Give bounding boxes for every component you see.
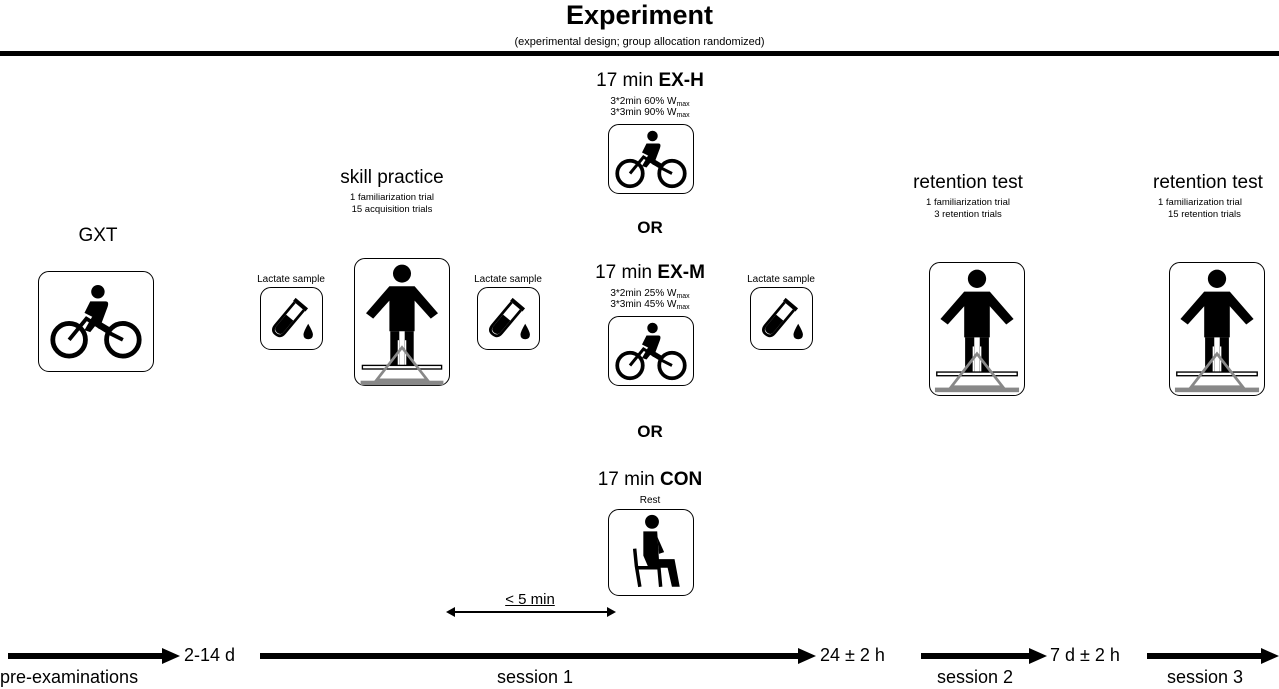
timeline-arrow-3 [921, 648, 1047, 664]
retention-test-1-title: retention test [913, 172, 1023, 193]
interval-double-arrow [446, 607, 616, 617]
cyclist-icon [613, 130, 689, 190]
condition-con-title: 17 min CON [597, 469, 703, 490]
skill-practice-line-1: 1 familiarization trial [350, 192, 434, 203]
condition-exm-box [608, 316, 694, 386]
timeline-gap-1: 2-14 d [184, 645, 236, 665]
lactate-label-3: Lactate sample [747, 274, 815, 285]
interval-label: < 5 min [505, 591, 555, 608]
balance-person-icon [1171, 266, 1263, 394]
skill-practice-box [354, 258, 450, 386]
seated-person-icon [617, 514, 687, 592]
or-label-2: OR [637, 422, 663, 441]
timeline-session-2: session 2 [936, 667, 1014, 687]
or-label-1: OR [637, 218, 663, 237]
test-tube-drop-icon [482, 295, 536, 343]
timeline-arrow-2 [260, 648, 816, 664]
balance-person-icon [931, 266, 1023, 394]
page-title: Experiment [565, 0, 714, 30]
lactate-box-1 [260, 287, 323, 350]
cyclist-icon [48, 284, 144, 361]
condition-exm-line-1: 3*2min 25% Wmax [610, 288, 690, 300]
condition-exm-title: 17 min EX-M [595, 262, 705, 283]
cyclist-icon [613, 322, 689, 382]
gxt-box [38, 271, 154, 372]
lactate-label-1: Lactate sample [257, 274, 325, 285]
lactate-label-2: Lactate sample [474, 274, 542, 285]
test-tube-drop-icon [265, 295, 319, 343]
condition-exh-title: 17 min EX-H [596, 70, 704, 91]
condition-con-line-1: Rest [639, 495, 661, 506]
retention-test-1-line-1: 1 familiarization trial [926, 197, 1010, 208]
skill-practice-line-2: 15 acquisition trials [351, 204, 433, 215]
balance-person-icon [356, 261, 448, 387]
page-subtitle: (experimental design; group allocation r… [514, 36, 765, 48]
timeline-gap-2: 24 ± 2 h [820, 645, 885, 665]
condition-exh-box [608, 124, 694, 194]
retention-test-2-title: retention test [1153, 172, 1263, 193]
skill-practice-title: skill practice [340, 167, 444, 188]
timeline-arrow-1 [8, 648, 180, 664]
retention-test-1-line-2: 3 retention trials [934, 209, 1002, 220]
condition-exm-line-2: 3*3min 45% Wmax [610, 299, 690, 311]
timeline-session-3: session 3 [1166, 667, 1244, 687]
retention-test-2-line-1: 1 familiarization trial [1158, 197, 1242, 208]
retention-test-1-box [929, 262, 1025, 396]
condition-exh-line-1: 3*2min 60% Wmax [610, 96, 690, 108]
lactate-box-2 [477, 287, 540, 350]
header-rule [0, 51, 1279, 56]
retention-test-2-box [1169, 262, 1265, 396]
timeline-session-1: session 1 [496, 667, 574, 687]
timeline-gap-3: 7 d ± 2 h [1050, 645, 1120, 665]
timeline-session-pre: pre-examinations [0, 667, 139, 687]
condition-exh-line-2: 3*3min 90% Wmax [610, 107, 690, 119]
gxt-label: GXT [78, 225, 118, 246]
condition-con-box [608, 509, 694, 596]
timeline-arrow-4 [1147, 648, 1279, 664]
test-tube-drop-icon [755, 295, 809, 343]
lactate-box-3 [750, 287, 813, 350]
retention-test-2-line-2: 15 retention trials [1168, 209, 1241, 220]
